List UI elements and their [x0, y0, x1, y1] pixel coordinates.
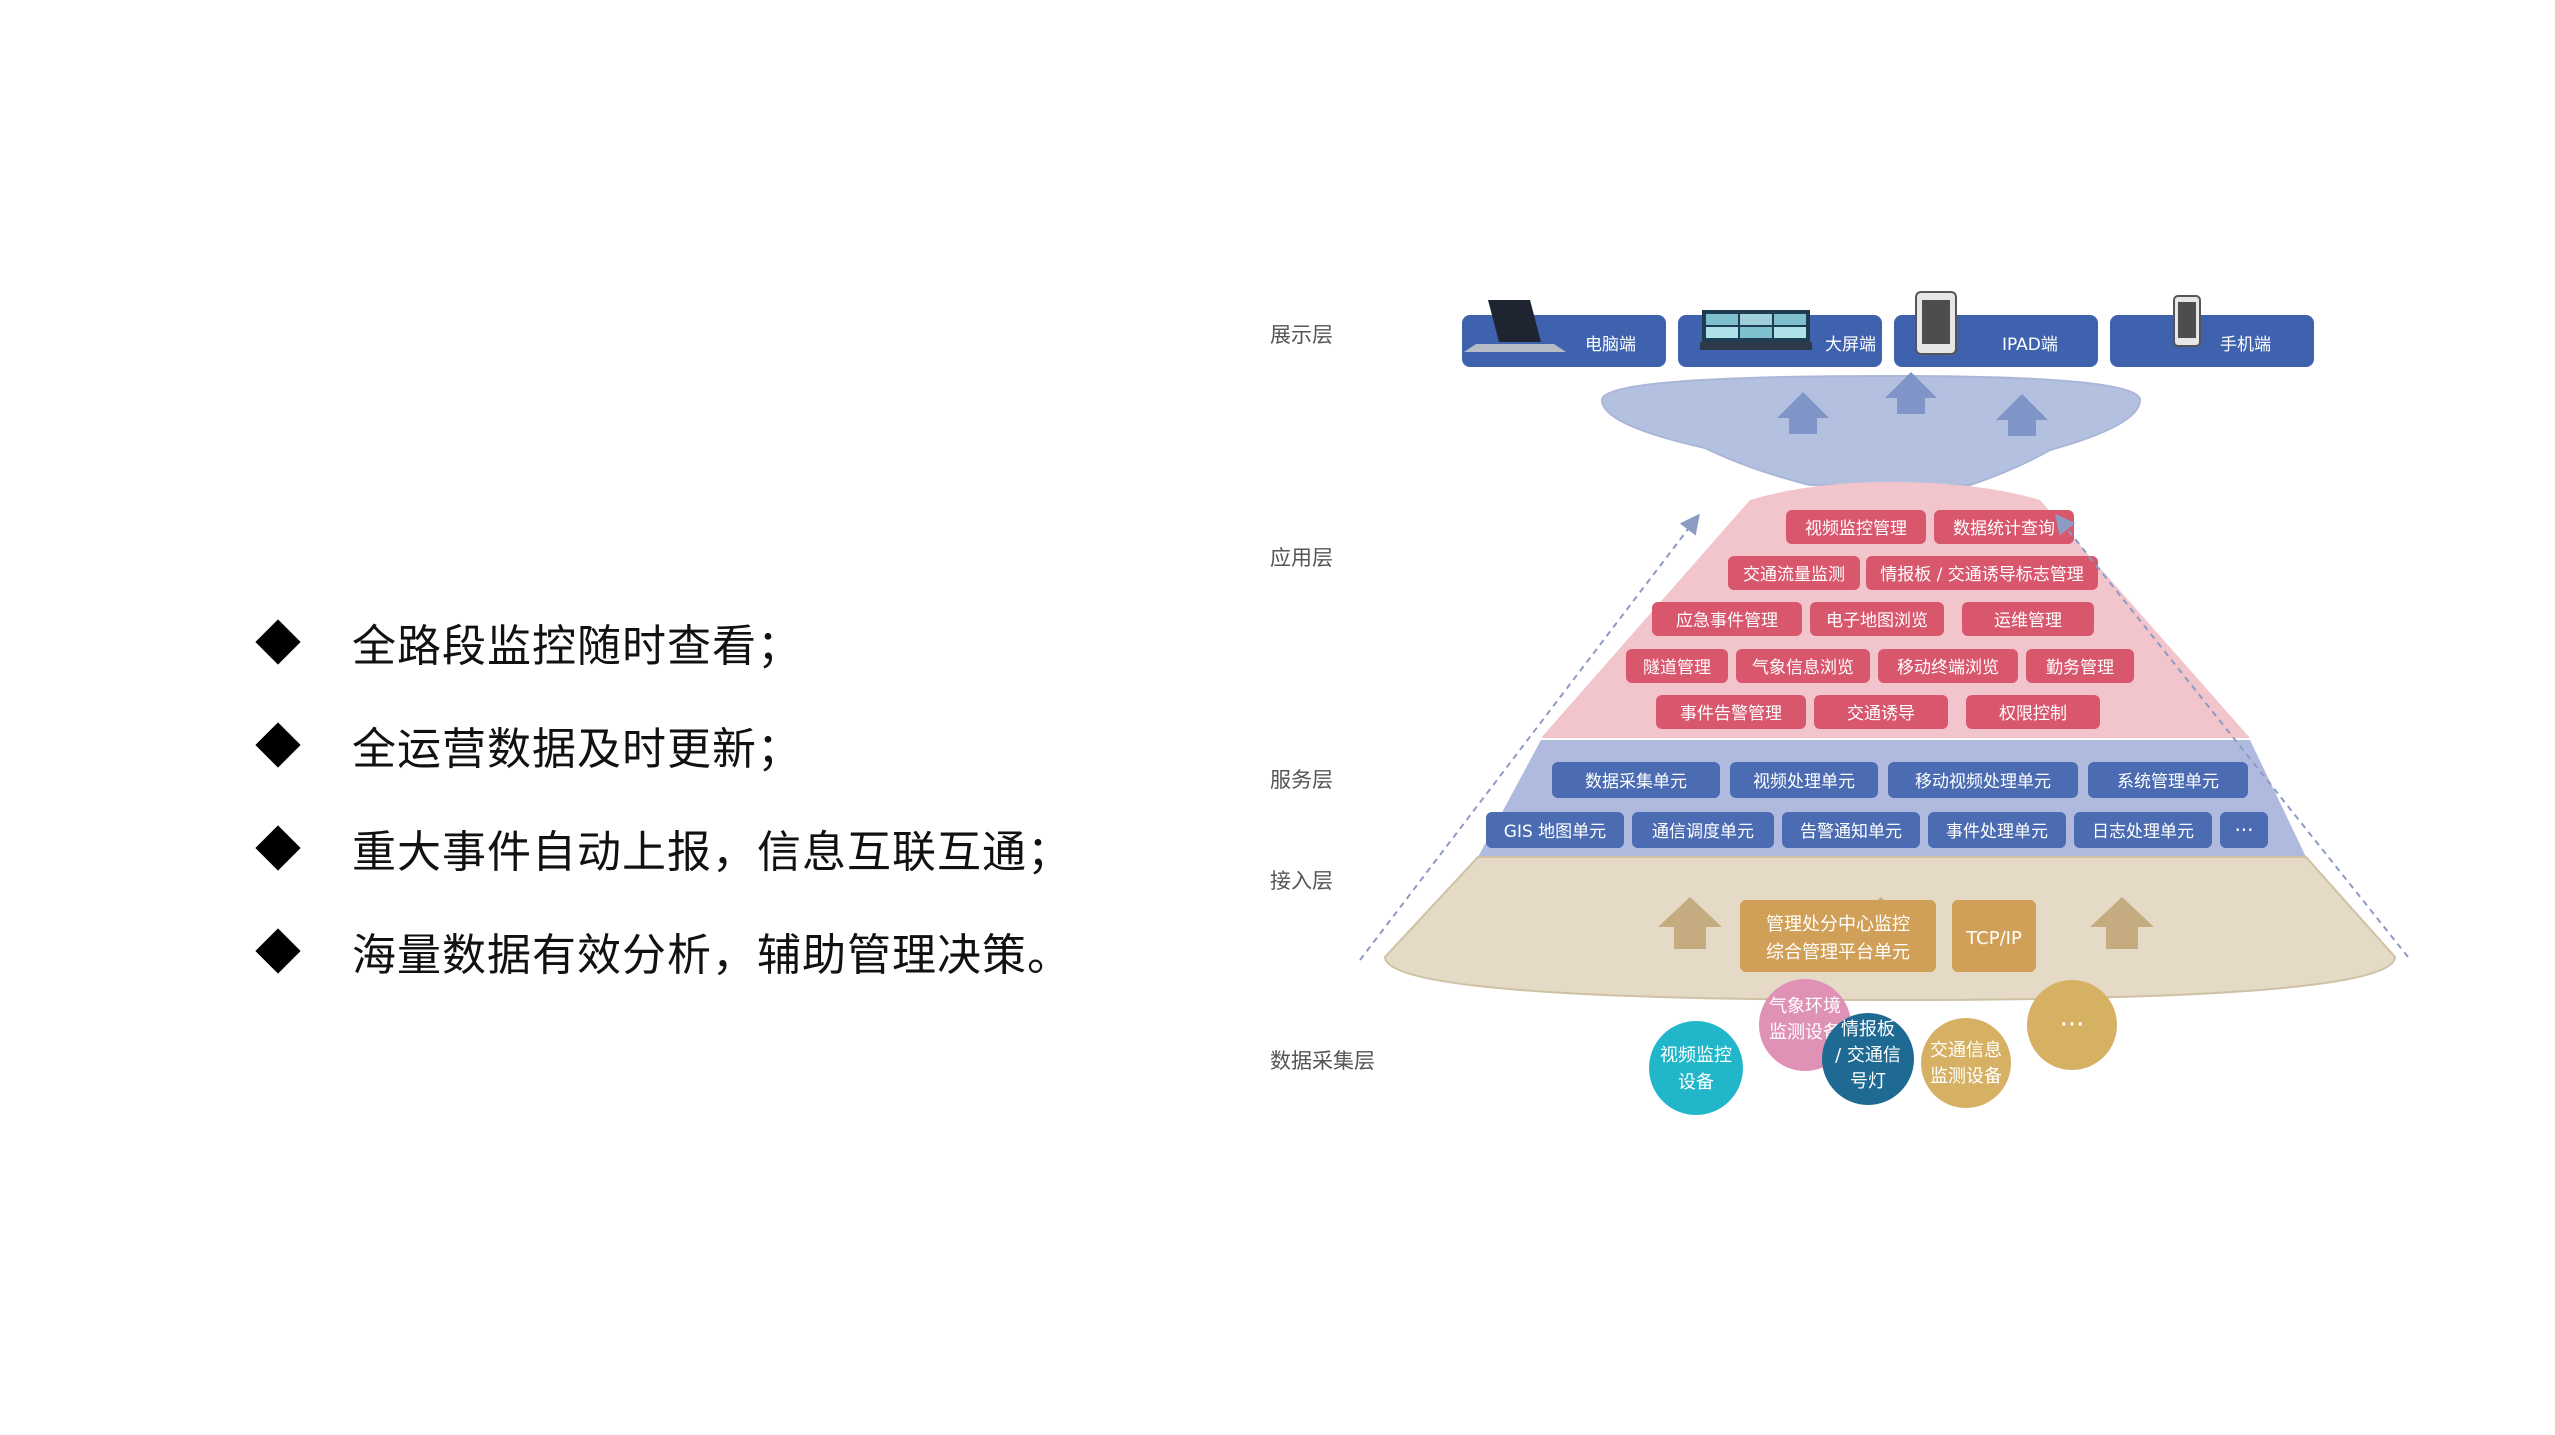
display-devices: 电脑端 大屏端 IPAD端 [1462, 291, 2314, 367]
collection-device: 视频监控 设备 [1649, 1021, 1743, 1115]
svg-text:气象环境: 气象环境 [1769, 996, 1841, 1017]
collection-device: 情报板 / 交通信 号灯 [1822, 1013, 1914, 1105]
diamond-bullet-icon [255, 721, 301, 768]
up-arrow-icon [1777, 392, 1829, 434]
device-tablet: IPAD端 [1894, 291, 2098, 367]
collection-device-more: ··· [2027, 980, 2117, 1070]
app-chip: 隧道管理 [1643, 658, 1711, 678]
service-chip: 事件处理单元 [1946, 822, 2048, 842]
collection-device: 交通信息 监测设备 [1921, 1018, 2011, 1108]
layer-label-collection: 数据采集层 [1270, 1049, 1375, 1073]
device-label: 电脑端 [1585, 335, 1636, 355]
svg-text:视频监控: 视频监控 [1660, 1045, 1732, 1066]
svg-text:/ 交通信: / 交通信 [1835, 1045, 1901, 1066]
app-chip: 事件告警管理 [1680, 704, 1782, 724]
up-arrow-icon [1885, 372, 1937, 414]
service-chip: 告警通知单元 [1800, 822, 1902, 842]
svg-text:···: ··· [2060, 1010, 2085, 1040]
app-chip: 视频监控管理 [1805, 519, 1907, 539]
app-chip: 气象信息浏览 [1752, 658, 1854, 678]
service-chip: 通信调度单元 [1652, 822, 1754, 842]
app-chip: 交通流量监测 [1743, 565, 1845, 585]
app-chip: 移动终端浏览 [1897, 658, 1999, 678]
funnel-shape [1600, 374, 2142, 486]
app-chip: 电子地图浏览 [1826, 611, 1928, 631]
device-label: 大屏端 [1825, 335, 1876, 355]
service-chip: 日志处理单元 [2092, 822, 2194, 842]
app-chip: 交通诱导 [1847, 704, 1915, 724]
up-arrow-icon [2090, 897, 2154, 949]
bullet-item: 重大事件自动上报，信息互联互通； [255, 796, 1162, 899]
architecture-diagram: 展示层 应用层 服务层 接入层 数据采集层 电脑端 [1270, 291, 2409, 1115]
bullet-text: 重大事件自动上报，信息互联互通； [352, 826, 1072, 878]
svg-text:监测设备: 监测设备 [1769, 1022, 1841, 1043]
big-screen-icon [1700, 310, 1812, 350]
diamond-bullet-icon [255, 824, 301, 871]
right-flow-arrow [2055, 513, 2409, 958]
platform-label-line1: 管理处分中心监控 [1766, 914, 1910, 935]
diamond-bullet-icon [255, 927, 301, 974]
bullet-list: 全路段监控随时查看； 全运营数据及时更新； 重大事件自动上报，信息互联互通； 海… [255, 590, 1162, 1002]
protocol-label: TCP/IP [1965, 928, 2022, 949]
bullet-item: 海量数据有效分析，辅助管理决策。 [255, 899, 1162, 1002]
service-chips: 数据采集单元 视频处理单元 移动视频处理单元 系统管理单元 GIS 地图单元 通… [1486, 762, 2268, 848]
service-chip-more: ··· [2234, 818, 2253, 842]
app-chip: 应急事件管理 [1676, 611, 1778, 631]
bullet-text: 全运营数据及时更新； [352, 723, 802, 775]
app-chip: 权限控制 [1999, 704, 2067, 724]
device-laptop: 电脑端 [1462, 300, 1666, 367]
collection-devices: 气象环境 监测设备 视频监控 设备 情报板 / 交通信 号灯 交通信息 监测设备… [1649, 979, 2117, 1115]
layer-label-application: 应用层 [1270, 546, 1333, 570]
bullet-item: 全路段监控随时查看； [255, 590, 1162, 693]
device-label: 手机端 [2220, 335, 2271, 355]
laptop-icon [1464, 300, 1566, 352]
svg-text:设备: 设备 [1678, 1072, 1714, 1093]
up-arrow-icons-top [1777, 372, 2048, 436]
access-chips: 管理处分中心监控 综合管理平台单元 TCP/IP [1740, 900, 2036, 972]
phone-icon [2173, 295, 2201, 347]
bullet-text: 海量数据有效分析，辅助管理决策。 [352, 929, 1072, 981]
device-label: IPAD端 [2002, 335, 2058, 355]
layer-label-access: 接入层 [1270, 869, 1333, 893]
service-chip: 系统管理单元 [2117, 772, 2219, 792]
service-chip: 视频处理单元 [1753, 772, 1855, 792]
platform-label-line2: 综合管理平台单元 [1766, 942, 1910, 963]
svg-text:交通信息: 交通信息 [1930, 1040, 2002, 1061]
application-chips: 视频监控管理 数据统计查询 交通流量监测 情报板 / 交通诱导标志管理 应急事件… [1626, 510, 2134, 729]
bullet-item: 全运营数据及时更新； [255, 693, 1162, 796]
layer-label-display: 展示层 [1270, 323, 1333, 347]
device-big-screen: 大屏端 [1678, 310, 1882, 367]
service-chip: 数据采集单元 [1585, 772, 1687, 792]
app-chip: 数据统计查询 [1953, 519, 2055, 539]
app-chip: 勤务管理 [2046, 658, 2114, 678]
diamond-bullet-icon [255, 618, 301, 665]
svg-text:监测设备: 监测设备 [1930, 1066, 2002, 1087]
layer-labels: 展示层 应用层 服务层 接入层 数据采集层 [1270, 323, 1375, 1073]
left-flow-arrow [1359, 513, 1700, 961]
bullet-text: 全路段监控随时查看； [352, 620, 802, 672]
up-arrow-icon [1658, 897, 1722, 949]
device-phone: 手机端 [2110, 295, 2314, 367]
up-arrow-icon [1996, 394, 2048, 436]
tablet-icon [1915, 291, 1957, 355]
app-chip: 情报板 / 交通诱导标志管理 [1880, 565, 2084, 585]
svg-text:情报板: 情报板 [1841, 1019, 1895, 1040]
app-chip: 运维管理 [1994, 611, 2062, 631]
svg-text:号灯: 号灯 [1850, 1071, 1886, 1092]
layer-label-service: 服务层 [1270, 768, 1333, 792]
service-chip: 移动视频处理单元 [1915, 772, 2051, 792]
service-chip: GIS 地图单元 [1504, 822, 1606, 842]
